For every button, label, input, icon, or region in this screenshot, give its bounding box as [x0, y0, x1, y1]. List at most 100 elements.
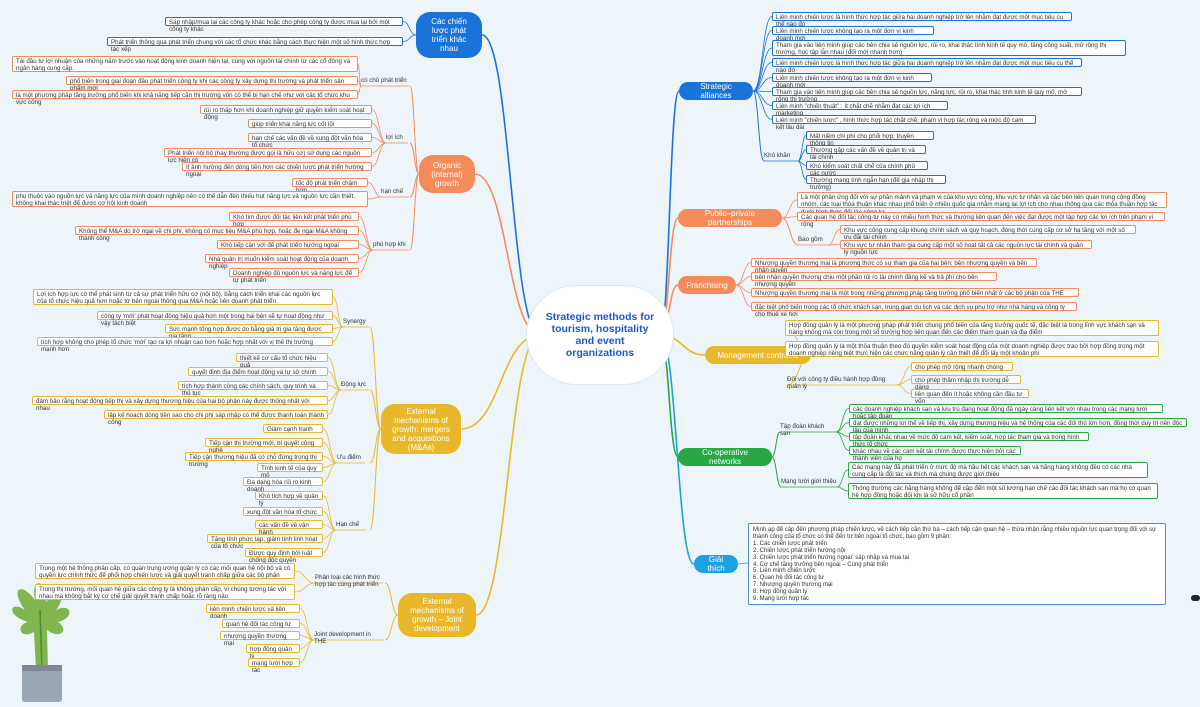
- label-drawbacks[interactable]: Hạn chế: [336, 521, 360, 528]
- leaf-alliances-items-6[interactable]: Liên minh "chiến thuật" : ít chặt chẽ nh…: [772, 101, 948, 117]
- leaf-alliances-items-2[interactable]: Tham gia vào liên minh giúp các bên chia…: [772, 40, 1126, 56]
- leaf-franchising-3[interactable]: đặc biệt phổ biến trong các tổ chức khác…: [751, 302, 1077, 318]
- label-synergy[interactable]: Synergy: [343, 318, 366, 325]
- label-advantages[interactable]: Ưu điểm: [337, 454, 361, 461]
- leaf-management-operator-2[interactable]: liên quan đến ít hoặc không cần đầu tư v…: [911, 389, 1029, 405]
- leaf-organic-c-1[interactable]: phụ thuộc vào nguồn lực và năng lực của …: [12, 191, 368, 207]
- label-hotel-groups[interactable]: Tập đoàn khách sạn: [780, 423, 825, 438]
- leaf-mergers-c-3[interactable]: Tính kinh tế của quy mô: [257, 463, 323, 479]
- leaf-coop-travel-1[interactable]: Thông thường các hãng hàng không để cập …: [848, 483, 1158, 499]
- label-motivation[interactable]: Động lực: [341, 381, 367, 388]
- leaf-mergers-b-1[interactable]: quyết định địa điểm hoạt động và tự sở c…: [188, 367, 328, 376]
- label-origin[interactable]: có chủ phát triển: [361, 77, 407, 84]
- leaf-mergers-b-0[interactable]: thiết kế cơ cấu tổ chức hiệu quả: [236, 353, 328, 369]
- branch-diff[interactable]: Các chiến lược phát triển khác nhau: [416, 12, 482, 58]
- leaf-mergers-c-0[interactable]: Giảm cạnh tranh: [263, 424, 323, 433]
- branch-joint[interactable]: External mechanisms of growth – Joint de…: [398, 593, 476, 637]
- leaf-mergers-d-2[interactable]: các vấn đề về vận hành: [255, 520, 323, 536]
- leaf-joint-b-2[interactable]: nhượng quyền thương mại: [220, 631, 300, 647]
- leaf-coop-hotel-3[interactable]: khác nhau về các cam kết tài chính được …: [849, 446, 1021, 462]
- leaf-coop-travel-0[interactable]: Các mạng này đã phát triển ở mức độ mà h…: [848, 462, 1148, 478]
- leaf-mergers-b-3[interactable]: đảm bảo rằng hoạt động tiếp thị và xây d…: [32, 396, 328, 412]
- leaf-organic-d-0[interactable]: Khó tìm được đối tác liên kết phát triển…: [229, 212, 359, 228]
- leaf-organic-b-2[interactable]: hạn chế các vấn đề về xung đột văn hóa t…: [248, 133, 372, 149]
- branch-management[interactable]: Management contracts: [705, 346, 811, 364]
- leaf-mergers-c-4[interactable]: Đa dạng hóa rủi ro kinh doanh: [243, 477, 323, 493]
- leaf-organic-c-0[interactable]: tốc độ phát triển chậm hơn: [292, 178, 368, 194]
- leaf-alliances-items-7[interactable]: Liên minh "chiến lược" , hình thức hợp t…: [772, 115, 1036, 131]
- leaf-mergers-b-2[interactable]: tích hợp thành công các chính sách, quy …: [178, 381, 328, 397]
- label-classification[interactable]: Phân loại các hình thức hợp tác cùng phá…: [315, 574, 381, 589]
- label-benefits[interactable]: lợi ích: [386, 134, 403, 141]
- leaf-alliances-items-5[interactable]: Tham gia vào liên minh giúp các bên chia…: [772, 87, 1082, 103]
- leaf-alliances-items-4[interactable]: Liên minh chiến lược không tạo ra một đơ…: [772, 73, 932, 89]
- leaf-mergers-a-1[interactable]: công ty 'mới' phát hoạt động hiệu quả hơ…: [97, 311, 333, 327]
- leaf-joint-a-1[interactable]: Trong thị trường, mối quan hệ giữa các c…: [35, 584, 295, 600]
- leaf-management-operator-1[interactable]: cho phép thâm nhập thị trường dễ dàng: [911, 375, 1021, 391]
- leaf-mergers-a-0[interactable]: Lợi ích hợp lực có thể phát sinh từ cả s…: [33, 289, 333, 305]
- leaf-organic-d-1[interactable]: Không thể M&A do trở ngại về chi phí, kh…: [75, 226, 359, 242]
- label-joint-the[interactable]: Joint development in THE: [314, 631, 371, 646]
- leaf-mergers-d-3[interactable]: Tăng tính phức tạp, giảm tính linh hoạt …: [207, 534, 323, 550]
- leaf-mergers-b-4[interactable]: lập kế hoạch dòng tiền sao cho chi phí s…: [104, 410, 328, 426]
- leaf-ppp-items-1[interactable]: Các quan hệ đối tác công-tư này có nhiều…: [797, 212, 1165, 228]
- leaf-organic-a-1[interactable]: phổ biến trong giai đoạn đầu phát triển …: [66, 76, 358, 92]
- leaf-organic-a-2[interactable]: là một phương pháp tăng trưởng phổ biến …: [12, 90, 358, 106]
- label-operator[interactable]: Đối với công ty điều hành hợp đồng quản …: [787, 376, 886, 391]
- leaf-alliances-items-1[interactable]: Liên minh chiến lược không tạo ra một đơ…: [772, 26, 934, 42]
- leaf-organic-b-4[interactable]: ít ảnh hưởng đến dòng tiền hơn các chiến…: [182, 162, 372, 178]
- branch-ppp[interactable]: Public–private partnerships: [678, 209, 782, 227]
- leaf-mergers-d-4[interactable]: Được quy định bởi luật chống độc quyền: [245, 548, 323, 564]
- leaf-mergers-c-1[interactable]: Tiếp cận thị trường mới, bí quyết công n…: [205, 438, 323, 454]
- leaf-joint-b-1[interactable]: quan hệ đối tác công tư: [222, 619, 300, 628]
- branch-alliances[interactable]: Strategic alliances: [679, 82, 753, 100]
- leaf-mergers-a-3[interactable]: tích hợp không cho phép tổ chức 'mới' tạ…: [37, 337, 333, 353]
- leaf-management-operator-0[interactable]: cho phép mở rộng nhanh chóng: [911, 362, 1013, 371]
- leaf-franchising-0[interactable]: Nhượng quyền thương mại là phương thức c…: [751, 258, 1037, 274]
- scroll-indicator[interactable]: [1191, 595, 1200, 601]
- leaf-joint-b-4[interactable]: mạng lưới hợp tác: [248, 658, 300, 674]
- leaf-alliances-hard-1[interactable]: Thường gặp các vấn đề về quản trị và tài…: [806, 145, 926, 161]
- leaf-organic-b-1[interactable]: giúp triển khai năng lực cốt lõi: [248, 119, 372, 128]
- leaf-organic-b-0[interactable]: rủi ro thấp hơn khi doanh nghiệp giữ quy…: [200, 105, 372, 121]
- leaf-mergers-d-0[interactable]: Khó tích hợp về quản lý: [255, 491, 323, 507]
- leaf-joint-b-0[interactable]: liên minh chiến lược và liên doanh: [206, 604, 300, 620]
- label-suitable[interactable]: phù hợp khi: [373, 241, 406, 248]
- leaf-alliances-hard-0[interactable]: Mất niềm chi phí cho phối hợp, truyền th…: [806, 131, 934, 147]
- branch-explain[interactable]: Giải thích: [694, 555, 738, 573]
- leaf-franchising-2[interactable]: Nhượng quyền thương mại là một trong nhữ…: [751, 288, 1079, 297]
- branch-franchising[interactable]: Franchising: [678, 276, 736, 294]
- leaf-ppp-incl-1[interactable]: Khu vực tư nhân tham gia cung cấp một số…: [840, 240, 1092, 256]
- label-referral-networks[interactable]: Mạng lưới giới thiệu: [781, 478, 837, 485]
- leaf-management-items-0[interactable]: Hợp đồng quản lý là một phương pháp phát…: [785, 320, 1159, 336]
- leaf-diff_items-1[interactable]: Phát triển thông qua phát triển chung vớ…: [107, 37, 403, 53]
- leaf-management-items-1[interactable]: Hợp đồng quản lý là một thỏa thuận theo …: [785, 341, 1159, 357]
- leaf-coop-hotel-0[interactable]: các doanh nghiệp khách sạn và lưu trú đa…: [849, 404, 1163, 420]
- leaf-joint-a-0[interactable]: Trong một hệ thống phân cấp, có quan tru…: [35, 563, 295, 579]
- leaf-organic-d-4[interactable]: Doanh nghiệp đủ nguồn lực và năng lực để…: [229, 268, 359, 284]
- label-difficulties[interactable]: Khó khăn: [764, 152, 791, 159]
- leaf-ppp-items-0[interactable]: Là một phân ứng đối với sự phân mảnh và …: [797, 192, 1167, 216]
- leaf-franchising-1[interactable]: bên nhận quyền thương chiu một phần rủi …: [751, 272, 997, 288]
- leaf-joint-b-3[interactable]: hợp đồng quản lý: [246, 644, 300, 660]
- leaf-organic-d-3[interactable]: Nhà quản trị muốn kiểm soát hoạt động củ…: [205, 254, 359, 270]
- leaf-mergers-c-2[interactable]: Tiếp cận thương hiệu đã có chỗ đứng tron…: [185, 452, 323, 468]
- leaf-diff_items-0[interactable]: Sáp nhập/mua lại các công ty khác hoặc c…: [165, 17, 403, 33]
- label-includes[interactable]: Bao gồm: [798, 236, 823, 243]
- leaf-coop-hotel-2[interactable]: tập đoàn khác nhau về mức độ cam kết, ki…: [849, 432, 1089, 448]
- leaf-organic-b-3[interactable]: Phát triển nội bộ (hay thường được gọi l…: [164, 148, 372, 164]
- leaf-organic-a-0[interactable]: Tái đầu tư lợi nhuận của những năm trước…: [12, 56, 358, 72]
- leaf-alliances-items-0[interactable]: Liên minh chiến lược là hình thức hợp tá…: [772, 12, 1072, 28]
- branch-coop[interactable]: Co-operative networks: [678, 448, 772, 466]
- leaf-organic-d-2[interactable]: Khó tiếp cận với để phát triển hướng ngo…: [217, 240, 359, 249]
- leaf-alliances-hard-3[interactable]: Thường mang tính ngắn hạn (để gia nhập t…: [806, 175, 946, 191]
- leaf-mergers-d-1[interactable]: xung đột văn hóa tổ chức: [243, 507, 323, 516]
- leaf-coop-hotel-1[interactable]: đạt được những lợi thế về tiếp thị, xây …: [849, 418, 1187, 434]
- leaf-alliances-items-3[interactable]: Liên minh chiến lược là hình thức hợp tá…: [772, 58, 1082, 74]
- leaf-alliances-hard-2[interactable]: Khó kiểm soát chất chế của chính phủ các…: [806, 161, 928, 177]
- leaf-mergers-a-2[interactable]: Sức mạnh tổng hợp được do bằng giá trị g…: [165, 324, 333, 340]
- leaf-ppp-incl-0[interactable]: Khu vực công cung cấp khung chính sách v…: [840, 225, 1136, 241]
- central-topic[interactable]: Strategic methods for tourism, hospitali…: [526, 285, 674, 385]
- branch-mergers[interactable]: External mechanisms of growth: mergers a…: [381, 404, 461, 454]
- branch-organic[interactable]: Organic (internal) growth: [419, 155, 475, 193]
